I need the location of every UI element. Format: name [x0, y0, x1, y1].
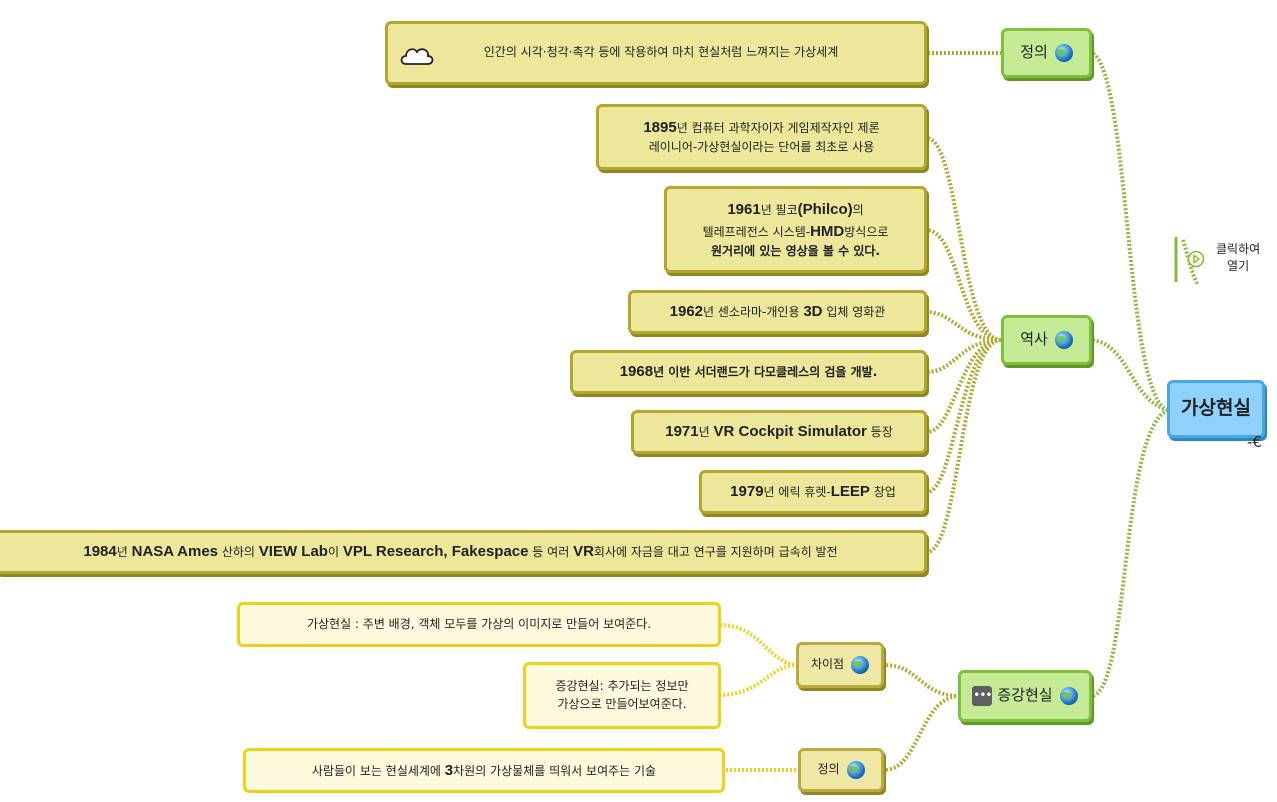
history-year: 1971 — [665, 423, 699, 441]
history-text: 등장 — [866, 425, 893, 440]
history-text-bold: LEEP — [830, 483, 870, 501]
link-diff-ar — [720, 663, 799, 697]
globe-icon — [1054, 331, 1073, 349]
ar-diff-ar-node[interactable]: 증강현실: 추가되는 정보만 가상으로 만들어보여준다. — [523, 662, 721, 729]
history-text: 년 센소라마-개인용 — [703, 305, 804, 320]
globe-icon — [1059, 687, 1078, 705]
ar-diff-vr-node[interactable]: 가상현실 : 주변 배경, 객체 모두를 가상의 이미지로 만들어 보여준다. — [237, 602, 721, 647]
root-node[interactable]: 가상현실 — [1167, 380, 1265, 438]
link-history-1962 — [926, 310, 1002, 342]
play-circle-icon[interactable] — [1187, 250, 1205, 268]
history-text: 원거리에 있는 영상을 볼 수 있다. — [711, 243, 880, 258]
branch-definition[interactable]: 정의 — [1001, 28, 1092, 78]
history-text: 창업 — [869, 485, 896, 500]
history-text: 년 — [116, 545, 132, 560]
history-text-bold: HMD — [810, 222, 845, 240]
open-hint[interactable]: 클릭하여 열기 — [1216, 241, 1260, 276]
link-root-history — [1091, 338, 1169, 412]
ar-def-label: 정의 — [817, 762, 840, 777]
link-history-1895 — [926, 136, 1002, 342]
history-text-bold: (Philco) — [797, 201, 853, 219]
ar-diff-ar-line2: 가상으로 만들어보여준다. — [557, 696, 687, 711]
open-hint-line1: 클릭하여 — [1216, 242, 1261, 256]
history-text-bold: VPL Research, Fakespace — [342, 543, 529, 561]
root-label: 가상현실 — [1181, 397, 1251, 420]
ellipsis-icon[interactable]: ••• — [972, 686, 993, 706]
history-text: 년 에릭 휴렛- — [763, 485, 831, 500]
link-root-ar — [1091, 408, 1170, 698]
globe-icon — [851, 656, 870, 674]
root-collapse-mark[interactable]: -€ — [1247, 433, 1262, 451]
ar-diff-ar-line1: 증강현실: 추가되는 정보만 — [555, 679, 689, 694]
history-1961-node[interactable]: 1961년 필코(Philco)의 텔레프레전스 시스템-HMD방식으로 원거리… — [664, 186, 927, 273]
history-text: 년 — [698, 425, 714, 440]
globe-icon — [846, 761, 865, 779]
ar-def-text: 차원의 가상물체를 띄워서 보여주는 기술 — [453, 763, 657, 778]
history-text: 등 여러 — [528, 545, 574, 560]
branch-definition-label: 정의 — [1020, 43, 1048, 62]
history-year: 1961 — [727, 201, 761, 219]
history-text: 회사에 자금을 대고 연구를 지원하며 급속히 발전 — [593, 545, 838, 560]
branch-ar-label: 증강현실 — [997, 686, 1053, 705]
history-year: 1984 — [83, 543, 117, 561]
history-text-bold: VR — [573, 543, 594, 561]
history-text-bold: VIEW Lab — [258, 543, 328, 561]
history-year: 1962 — [669, 303, 704, 321]
link-ar-def — [883, 694, 961, 772]
branch-ar[interactable]: •••증강현실 — [958, 670, 1092, 722]
history-text: 년 컴퓨터 과학자이자 게임제작자인 제론 — [676, 121, 880, 136]
ar-diff-node[interactable]: 차이점 — [796, 642, 884, 688]
history-text: 텔레프레전스 시스템- — [702, 224, 811, 239]
history-year: 1968 — [619, 363, 654, 381]
history-text-bold: 3D — [803, 303, 823, 321]
history-text: 방식으로 — [844, 224, 889, 239]
history-text: 이 — [327, 545, 343, 560]
history-text: 레이니어-가상현실이라는 단어를 최초로 사용 — [648, 140, 875, 155]
link-ar-diff — [883, 663, 961, 698]
history-year: 1979 — [730, 483, 764, 501]
ar-def-text: 사람들이 보는 현실세계에 — [311, 763, 445, 778]
link-history-1968 — [926, 338, 1002, 374]
history-1971-node[interactable]: 1971년 VR Cockpit Simulator 등장 — [631, 410, 927, 454]
history-text: 입체 영화관 — [822, 305, 886, 320]
globe-icon — [1054, 44, 1073, 62]
history-1968-node[interactable]: 1968년 이반 서더랜드가 다모클레스의 검을 개발. — [570, 350, 927, 394]
link-history-1961 — [926, 228, 1002, 342]
open-hint-line2: 열기 — [1227, 259, 1250, 274]
ar-diff-vr-text: 가상현실 : 주변 배경, 객체 모두를 가상의 이미지로 만들어 보여준다. — [306, 616, 652, 631]
ar-def-text-bold: 3 — [444, 761, 454, 779]
link-diff-vr — [720, 623, 799, 667]
link-root-definition — [1090, 51, 1169, 412]
ar-diff-label: 차이점 — [810, 657, 845, 672]
history-1979-node[interactable]: 1979년 에릭 휴렛-LEEP 창업 — [699, 470, 927, 514]
history-1984-node[interactable]: 1984년 NASA Ames 산하의 VIEW Lab이 VPL Resear… — [0, 530, 927, 574]
history-1962-node[interactable]: 1962년 센소라마-개인용 3D 입체 영화관 — [628, 290, 927, 334]
history-year: 1895 — [643, 119, 677, 137]
cloud-icon — [398, 44, 436, 73]
branch-history-label: 역사 — [1020, 330, 1048, 349]
history-text-bold: VR Cockpit Simulator — [713, 423, 867, 441]
link-history-1984 — [926, 338, 1002, 554]
ar-def-text-node[interactable]: 사람들이 보는 현실세계에 3차원의 가상물체를 띄워서 보여주는 기술 — [243, 748, 725, 793]
history-text: 산하의 — [218, 545, 259, 560]
history-1895-node[interactable]: 1895년 컴퓨터 과학자이자 게임제작자인 제론 레이니어-가상현실이라는 단… — [596, 104, 927, 170]
definition-text: 인간의 시각·청각·촉각 등에 작용하여 마치 현실처럼 느껴지는 가상세계 — [483, 45, 839, 60]
link-history-1979 — [926, 338, 1002, 494]
ar-def-node[interactable]: 정의 — [798, 748, 884, 792]
history-text: 의 — [852, 203, 864, 218]
history-text-bold: NASA Ames — [131, 543, 219, 561]
history-text: 년 이반 서더랜드가 다모클레스의 검을 개발. — [653, 365, 878, 380]
definition-text-node[interactable]: 인간의 시각·청각·촉각 등에 작용하여 마치 현실처럼 느껴지는 가상세계 — [385, 21, 927, 85]
history-text: 년 필코 — [760, 203, 798, 218]
branch-history[interactable]: 역사 — [1001, 315, 1092, 365]
